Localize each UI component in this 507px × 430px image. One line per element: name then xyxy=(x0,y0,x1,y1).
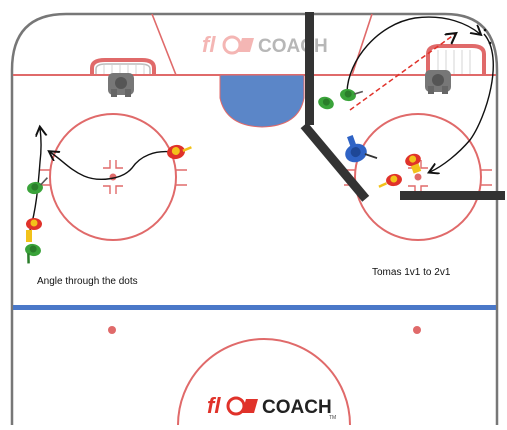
barrier-icon xyxy=(300,12,505,202)
skate-path-icon xyxy=(50,152,173,180)
goalie-icon xyxy=(425,70,451,94)
svg-text:fl: fl xyxy=(202,32,216,57)
drill-label-right: Tomas 1v1 to 2v1 xyxy=(372,267,451,278)
skate-path-icon xyxy=(430,33,494,172)
faceoff-circle-left xyxy=(40,113,187,241)
neutral-dot-right xyxy=(413,326,421,334)
trapezoid-line-right xyxy=(351,13,373,76)
goalie-icon xyxy=(108,73,134,97)
player-red-icon xyxy=(26,218,42,242)
small-dots xyxy=(483,28,492,45)
player-red-icon xyxy=(167,144,192,160)
pass-line-icon xyxy=(349,34,455,111)
svg-text:COACH: COACH xyxy=(262,397,332,418)
drill-label-left: Angle through the dots xyxy=(37,276,138,287)
svg-text:fl: fl xyxy=(207,393,221,418)
goal-crease xyxy=(219,74,305,128)
net-icon xyxy=(426,44,486,76)
player-red-icon xyxy=(405,153,422,174)
net-icon xyxy=(90,58,156,76)
neutral-dot-left xyxy=(108,326,116,334)
center-circle xyxy=(177,338,351,426)
svg-text:COACH: COACH xyxy=(258,36,328,57)
player-green-icon xyxy=(340,88,364,102)
skate-path-icon xyxy=(29,128,41,231)
player-green-icon xyxy=(25,243,41,264)
blue-line xyxy=(13,305,496,310)
skate-path-icon xyxy=(346,16,480,93)
player-green-icon xyxy=(318,96,334,110)
player-green-icon xyxy=(27,177,48,195)
player-red-icon xyxy=(378,173,402,188)
watermark-bottom: fl COACH TM xyxy=(207,393,336,421)
player-blue-icon xyxy=(345,135,378,163)
svg-text:TM: TM xyxy=(329,415,336,421)
trapezoid-line-left xyxy=(151,13,177,76)
